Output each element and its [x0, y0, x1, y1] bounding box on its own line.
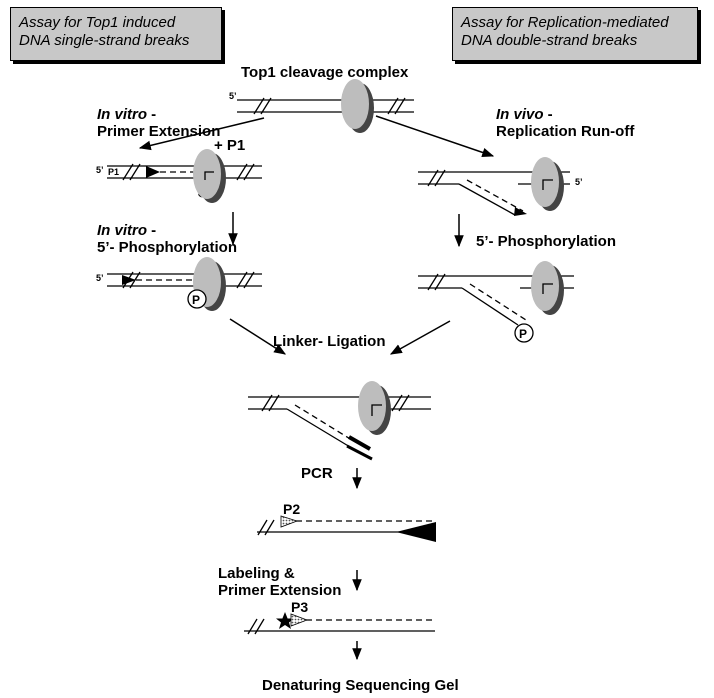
- phosphorylation-label-right: 5’- Phosphorylation: [476, 233, 617, 250]
- top1-enzyme-center: [358, 381, 391, 435]
- runoff-arrowhead: [514, 207, 527, 216]
- top1-enzyme-right2: [531, 261, 564, 315]
- five-prime-left2: 5’: [96, 273, 104, 283]
- primer-p3-stippled: [290, 613, 309, 627]
- top-complex: [237, 97, 414, 115]
- linker-thick: [348, 435, 371, 451]
- box-left-line1: Assay for Top1 induced: [19, 14, 176, 31]
- nick-bracket-right1: [542, 179, 553, 190]
- primer-triangle-left2: [122, 275, 136, 285]
- p1-label: P1: [108, 167, 120, 177]
- denaturing-gel-label: Denaturing Sequencing Gel: [262, 677, 459, 694]
- plus-p1-label: + P1: [214, 137, 246, 154]
- primer-extension-text-2: Primer Extension: [218, 582, 342, 599]
- in-vivo-replication-runoff-label: In vivo - Replication Run-off: [496, 106, 634, 140]
- in-vitro-dash-2: -: [147, 222, 157, 239]
- flow-arrows: [138, 115, 495, 661]
- assay-double-strand-box: Assay for Replication-mediated DNA doubl…: [452, 7, 698, 61]
- left-molecule-1: [107, 163, 262, 181]
- in-vitro-dash: -: [147, 106, 157, 123]
- nick-bracket-left1: [204, 171, 214, 180]
- in-vivo-dash: -: [543, 106, 553, 123]
- linker-ligation-label: Linker- Ligation: [273, 333, 386, 350]
- linker-thick-2: [346, 444, 373, 461]
- box-left-line2: DNA single-strand breaks: [19, 32, 190, 49]
- labeled-product: [244, 618, 435, 635]
- top1-enzyme-top: [341, 79, 374, 133]
- in-vitro-italic: In vitro: [97, 106, 148, 123]
- assay-single-strand-box: Assay for Top1 induced DNA single-strand…: [10, 7, 222, 61]
- primer-p1-triangle: [146, 166, 160, 178]
- phosphorylation-text-left: 5’- Phosphorylation: [97, 239, 238, 256]
- pcr-label: PCR: [301, 465, 333, 482]
- nick-bracket-right2: [542, 283, 553, 294]
- labeling-text: Labeling &: [218, 565, 295, 582]
- primer-p2-stippled: [280, 515, 299, 528]
- phosphate-p-right: P: [519, 327, 527, 341]
- in-vitro-phosphorylation-label: In vitro - 5’- Phosphorylation: [97, 222, 237, 256]
- ligated-molecule: [248, 394, 431, 451]
- label-star: [276, 612, 294, 629]
- box-right-line2: DNA double-strand breaks: [461, 32, 638, 49]
- replication-runoff-text: Replication Run-off: [496, 123, 635, 140]
- nick-bracket-center: [371, 404, 382, 416]
- labeling-primer-extension-label: Labeling & Primer Extension: [218, 565, 341, 599]
- linker-wedge: [396, 522, 436, 542]
- box-right-line1: Assay for Replication-mediated: [461, 14, 669, 31]
- p3-label: P3: [291, 599, 309, 615]
- phosphate-circle-right: [514, 323, 534, 343]
- top1-enzyme-right1: [531, 157, 564, 211]
- five-prime-right1: 5’: [575, 177, 583, 187]
- top1-cleavage-complex-label: Top1 cleavage complex: [241, 64, 409, 81]
- five-prime-left1: 5’: [96, 165, 104, 175]
- top1-enzyme-left1: [193, 149, 226, 203]
- in-vivo-italic: In vivo: [496, 106, 544, 123]
- phosphate-p-left: P: [192, 293, 200, 307]
- in-vitro-italic-2: In vitro: [97, 222, 148, 239]
- phosphate-circle-left: [187, 289, 207, 309]
- p2-label: P2: [283, 501, 301, 517]
- five-prime-top: 5’: [229, 91, 237, 101]
